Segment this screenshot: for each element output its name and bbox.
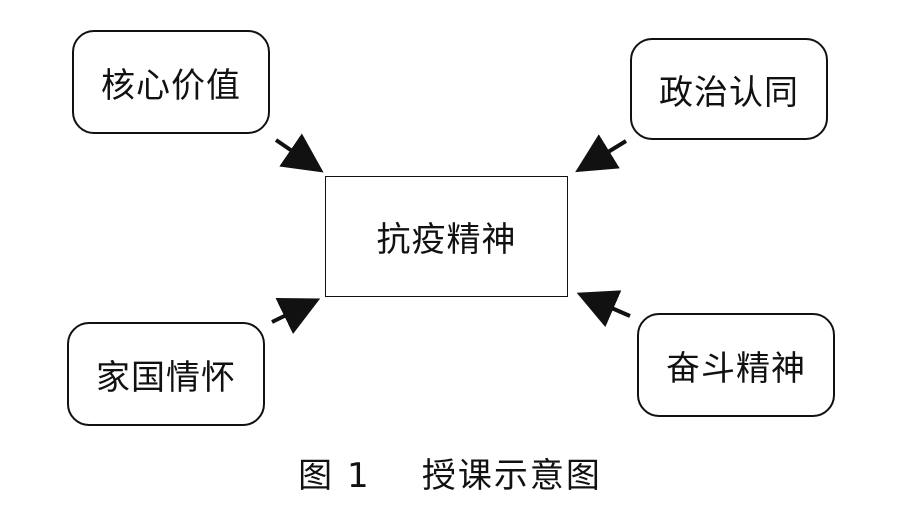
node-core-values: 核心价值 (72, 30, 270, 134)
figure-label: 图 1 (298, 456, 371, 496)
node-political-identity: 政治认同 (630, 38, 828, 140)
arrow-top-right-to-center (575, 134, 628, 173)
node-center-anti-epidemic-spirit: 抗疫精神 (325, 176, 568, 297)
figure-caption: 图 1 授课示意图 (0, 448, 900, 497)
node-striving-spirit: 奋斗精神 (637, 313, 835, 417)
node-political-identity-label: 政治认同 (659, 72, 799, 113)
arrow-top-left-to-center (274, 133, 324, 173)
node-core-values-label: 核心价值 (101, 65, 241, 106)
node-center-label: 抗疫精神 (376, 220, 517, 260)
figure-title: 授课示意图 (421, 456, 602, 496)
node-patriotism-label: 家国情怀 (96, 357, 236, 398)
arrow-bottom-right-to-center (576, 290, 631, 328)
node-patriotism: 家国情怀 (67, 322, 265, 426)
arrow-bottom-left-to-center (271, 298, 321, 335)
node-striving-spirit-label: 奋斗精神 (666, 348, 806, 389)
